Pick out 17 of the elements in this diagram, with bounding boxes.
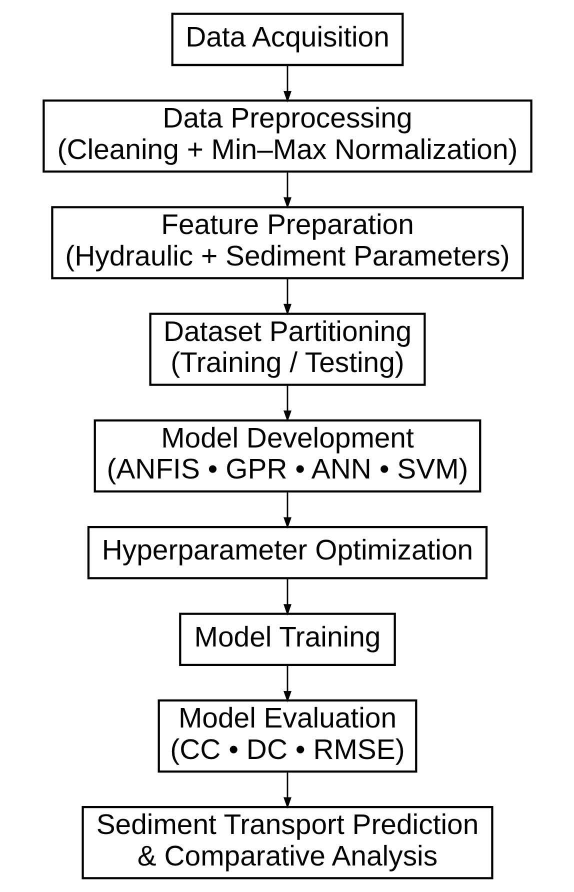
node-box: Sediment Transport Prediction & Comparative Analysis	[81, 806, 493, 880]
arrow	[283, 172, 291, 209]
node-box: Model Development (ANFIS • GPR • ANN • SVM)	[93, 419, 481, 493]
arrow	[283, 665, 291, 702]
arrow	[283, 578, 291, 616]
arrow	[283, 772, 291, 809]
arrow	[283, 492, 291, 529]
arrow	[283, 65, 291, 102]
node-box: Model Evaluation (CC • DC • RMSE)	[157, 699, 417, 773]
node-box: Feature Preparation (Hydraulic + Sediment Parameters)	[50, 206, 524, 280]
node-box: Model Training	[178, 612, 396, 666]
node-box: Data Acquisition	[170, 12, 404, 66]
node-box: Dataset Partitioning (Training / Testing)	[148, 312, 426, 386]
node-box: Hyperparameter Optimization	[86, 526, 488, 580]
arrow	[283, 385, 291, 422]
arrow	[283, 278, 291, 316]
node-box: Data Preprocessing (Cleaning + Min–Max Normalization)	[42, 99, 532, 173]
